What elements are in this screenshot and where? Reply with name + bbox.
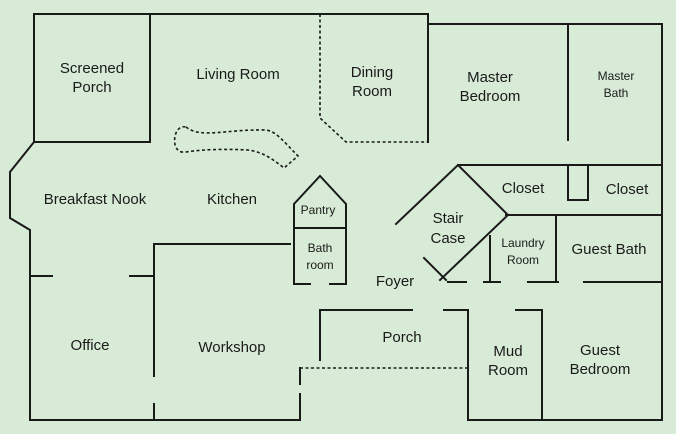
label-mud-room-2: Room	[488, 362, 528, 379]
label-master-bath-1: Master	[598, 69, 635, 83]
label-guest-bedroom-2: Bedroom	[570, 361, 631, 378]
label-living-room: Living Room	[196, 66, 279, 83]
label-stair-case-2: Case	[430, 230, 465, 247]
label-workshop: Workshop	[198, 339, 265, 356]
label-master-bedroom-2: Bedroom	[460, 88, 521, 105]
label-kitchen: Kitchen	[207, 191, 257, 208]
room-labels: Screened Porch Living Room Dining Room M…	[44, 60, 649, 379]
label-bath-room-2: room	[306, 258, 333, 272]
label-stair-case-1: Stair	[433, 210, 464, 227]
label-screened-porch-1: Screened	[60, 60, 124, 77]
label-laundry-room-1: Laundry	[501, 236, 544, 250]
label-master-bedroom-1: Master	[467, 69, 513, 86]
label-master-bath-2: Bath	[604, 86, 629, 100]
walls	[9, 13, 663, 421]
label-breakfast-nook: Breakfast Nook	[44, 191, 147, 208]
dashed-lines	[173, 14, 468, 369]
label-guest-bedroom-1: Guest	[580, 342, 621, 359]
label-laundry-room-2: Room	[507, 253, 539, 267]
label-foyer: Foyer	[376, 273, 414, 290]
label-dining-room-2: Room	[352, 83, 392, 100]
label-closet-1: Closet	[502, 180, 545, 197]
label-screened-porch-2: Porch	[72, 79, 111, 96]
label-guest-bath: Guest Bath	[571, 241, 646, 258]
label-bath-room-1: Bath	[308, 241, 333, 255]
label-porch: Porch	[382, 329, 421, 346]
label-closet-2: Closet	[606, 181, 649, 198]
label-office: Office	[71, 337, 110, 354]
label-dining-room-1: Dining	[351, 64, 394, 81]
label-mud-room-1: Mud	[493, 343, 522, 360]
label-pantry: Pantry	[301, 203, 336, 217]
